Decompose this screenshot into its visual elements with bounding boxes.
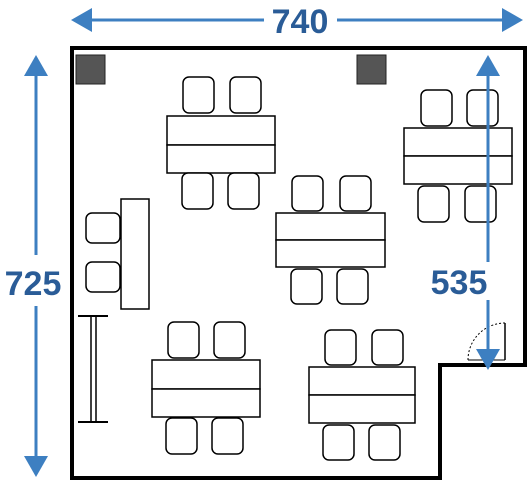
chair: [324, 329, 357, 366]
chair: [85, 212, 121, 244]
chair: [227, 172, 260, 210]
chair: [336, 268, 369, 305]
chair: [371, 329, 404, 366]
desk: [275, 212, 386, 241]
side-counter-group: [85, 198, 150, 310]
width-label: 740: [272, 3, 329, 41]
table-group-top-center: [166, 76, 276, 210]
desk: [166, 115, 276, 146]
table-group-top-right: [403, 89, 513, 223]
chair: [85, 261, 121, 293]
table-group-bottom-left: [151, 321, 261, 455]
desk: [403, 127, 513, 157]
chair: [464, 185, 497, 223]
dimension-inner-height: 535: [431, 55, 500, 370]
pillar-left: [75, 54, 106, 85]
desk: [166, 144, 276, 174]
desk: [151, 359, 261, 390]
room-wall: [70, 46, 527, 480]
dimension-width: 740: [71, 3, 523, 41]
pillar-right: [356, 54, 387, 85]
desk: [308, 394, 416, 424]
chair: [339, 175, 372, 212]
dimension-height: 725: [5, 55, 62, 477]
chair: [291, 175, 324, 212]
chair: [213, 321, 246, 359]
chair: [368, 424, 401, 461]
partition: [78, 315, 108, 423]
chair: [322, 424, 355, 461]
table-group-center: [275, 175, 386, 305]
chair: [181, 172, 214, 210]
chair: [466, 89, 499, 127]
inner-height-label: 535: [431, 264, 488, 302]
height-label: 725: [5, 265, 62, 303]
side-counter: [120, 198, 150, 310]
desk: [403, 155, 513, 185]
chair: [417, 185, 450, 223]
chair: [182, 76, 215, 114]
desk: [275, 239, 386, 268]
chair: [229, 76, 262, 114]
chair: [167, 321, 200, 359]
chair: [211, 417, 244, 455]
desk: [151, 388, 261, 418]
chair: [165, 417, 198, 455]
desk: [308, 366, 416, 396]
chair: [420, 89, 453, 127]
chair: [290, 268, 323, 305]
table-group-bottom-right: [308, 329, 416, 461]
